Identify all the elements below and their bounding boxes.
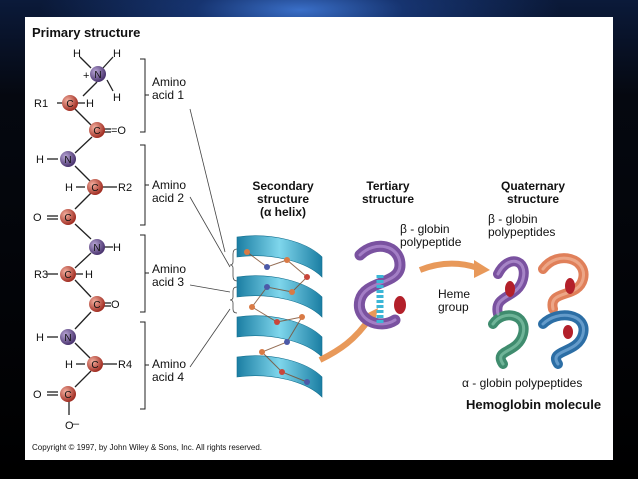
svg-text:H: H xyxy=(36,332,44,344)
svg-text:C: C xyxy=(93,300,100,311)
primary-structure-title: Primary structure xyxy=(32,25,141,40)
amino-acid-4-label: Amino acid 4 xyxy=(152,357,187,384)
svg-text:C: C xyxy=(66,99,73,110)
svg-text:H: H xyxy=(113,48,121,60)
carbon-atoms xyxy=(60,95,105,402)
svg-text:H: H xyxy=(86,98,94,110)
svg-text:H: H xyxy=(36,154,44,166)
svg-text:N: N xyxy=(94,70,101,81)
hemoglobin-molecule-label: Hemoglobin molecule xyxy=(466,397,602,412)
svg-text:N: N xyxy=(64,155,71,166)
nitrogen-atoms xyxy=(60,66,106,345)
primary-structure-chain: N N N N C C C C C C C C H H + H R1 H =O … xyxy=(33,48,238,432)
svg-text:H: H xyxy=(113,92,121,104)
amino-acid-1-label: Amino acid 1 xyxy=(152,75,187,102)
copyright-notice: Copyright © 1997, by John Wiley & Sons, … xyxy=(32,443,262,452)
tertiary-structure-model xyxy=(353,240,406,330)
svg-text:R2: R2 xyxy=(118,182,132,194)
svg-text:O: O xyxy=(33,212,42,224)
svg-text:H: H xyxy=(113,242,121,254)
svg-text:C: C xyxy=(64,270,71,281)
svg-text:O: O xyxy=(111,299,120,311)
svg-text:+: + xyxy=(83,70,89,82)
svg-text:O: O xyxy=(65,420,74,432)
amino-acid-3-label: Amino acid 3 xyxy=(152,262,187,289)
svg-text:R1: R1 xyxy=(34,98,48,110)
svg-text:C: C xyxy=(91,183,98,194)
svg-text:N: N xyxy=(64,333,71,344)
svg-text:H: H xyxy=(85,269,93,281)
svg-text:–: – xyxy=(73,418,80,430)
quaternary-structure-title: Quaternary structure xyxy=(500,179,566,206)
svg-text:R3: R3 xyxy=(34,269,48,281)
svg-text:H: H xyxy=(73,48,81,60)
alpha-helix xyxy=(236,235,323,398)
tertiary-structure-title: Tertiary structure xyxy=(361,179,414,206)
svg-text:=O: =O xyxy=(111,125,126,137)
alpha-globin-label: α - globin polypeptides xyxy=(462,376,583,390)
quaternary-beta-globin-label: β - globin polypeptides xyxy=(488,212,556,239)
svg-text:C: C xyxy=(64,390,71,401)
heme-group-label: Heme group xyxy=(438,287,471,314)
quaternary-structure-model xyxy=(488,253,589,369)
svg-text:C: C xyxy=(93,126,100,137)
secondary-structure-title: Secondary structure (α helix) xyxy=(252,179,314,219)
svg-text:O: O xyxy=(33,389,42,401)
svg-text:H: H xyxy=(65,359,73,371)
svg-text:C: C xyxy=(91,360,98,371)
svg-text:N: N xyxy=(93,243,100,254)
amino-acid-2-label: Amino acid 2 xyxy=(152,178,187,205)
tertiary-beta-globin-label: β - globin polypeptide xyxy=(400,222,462,249)
svg-text:C: C xyxy=(64,213,71,224)
svg-text:R4: R4 xyxy=(118,359,132,371)
svg-text:H: H xyxy=(65,182,73,194)
